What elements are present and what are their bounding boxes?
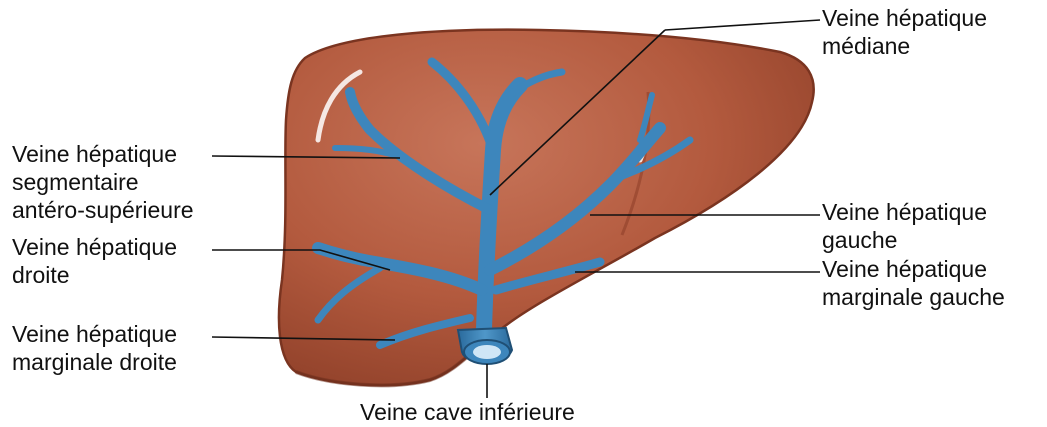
- label-gauche-line-1: Veine hépatique: [822, 198, 987, 226]
- label-gauche-line-2: gauche: [822, 226, 987, 254]
- label-mediane: Veine hépatique médiane: [822, 4, 987, 60]
- liver-shape: [279, 30, 814, 386]
- label-marginale-gauche-line-2: marginale gauche: [822, 283, 1005, 311]
- label-segmentaire: Veine hépatique segmentaire antéro-supér…: [12, 140, 194, 224]
- label-segmentaire-line-1: Veine hépatique: [12, 140, 194, 168]
- label-gauche: Veine hépatique gauche: [822, 198, 987, 254]
- label-droite-line-2: droite: [12, 261, 177, 289]
- label-mediane-line-1: Veine hépatique: [822, 4, 987, 32]
- label-droite: Veine hépatique droite: [12, 233, 177, 289]
- label-cave: Veine cave inférieure: [360, 398, 575, 426]
- label-marginale-droite-line-1: Veine hépatique: [12, 320, 177, 348]
- label-marginale-gauche-line-1: Veine hépatique: [822, 255, 1005, 283]
- label-cave-text: Veine cave inférieure: [360, 398, 575, 426]
- label-mediane-line-2: médiane: [822, 32, 987, 60]
- label-marginale-gauche: Veine hépatique marginale gauche: [822, 255, 1005, 311]
- label-segmentaire-line-3: antéro-supérieure: [12, 196, 194, 224]
- leader-mediane: [665, 20, 820, 30]
- label-marginale-droite-line-2: marginale droite: [12, 348, 177, 376]
- inferior-vena-cava: [458, 328, 512, 364]
- label-droite-line-1: Veine hépatique: [12, 233, 177, 261]
- label-segmentaire-line-2: segmentaire: [12, 168, 194, 196]
- label-marginale-droite: Veine hépatique marginale droite: [12, 320, 177, 376]
